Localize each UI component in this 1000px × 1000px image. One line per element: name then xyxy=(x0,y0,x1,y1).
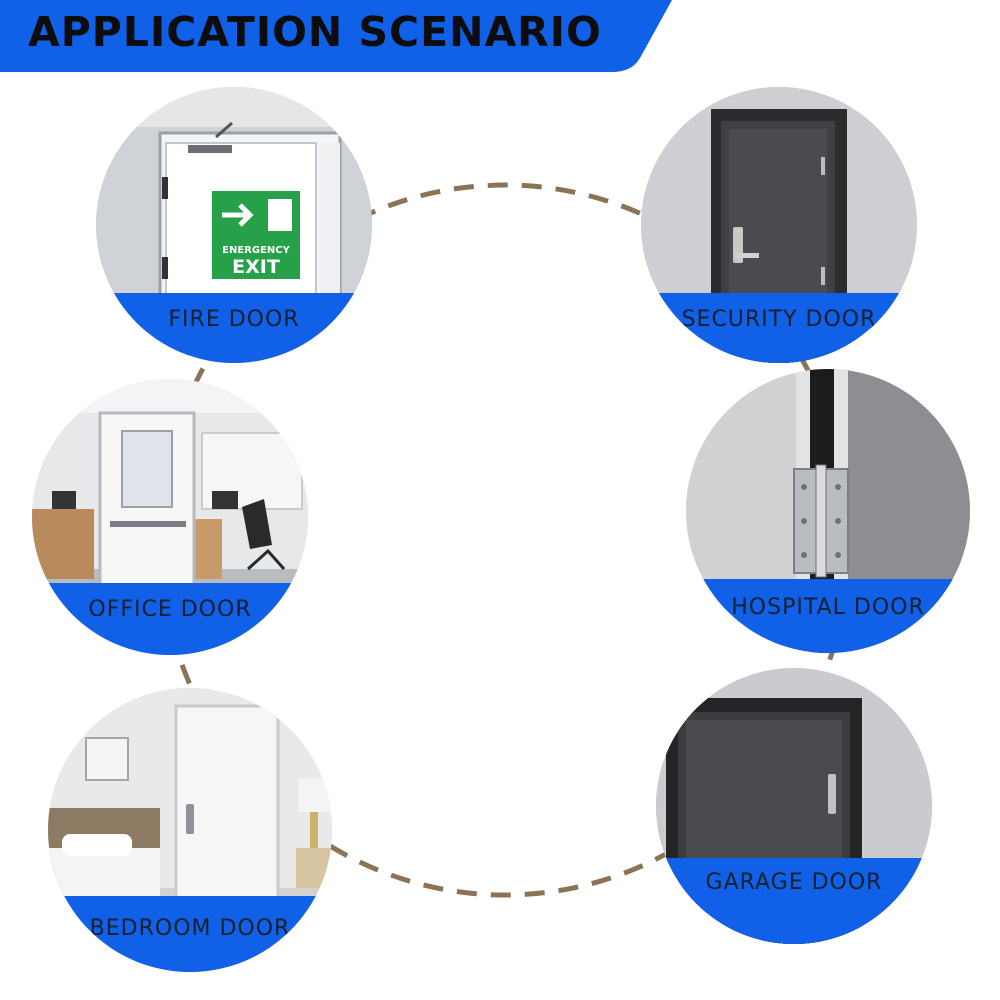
header-banner: APPLICATION SCENARIO xyxy=(0,0,672,72)
scene-bedroom-door: BEDROOM DOOR xyxy=(48,688,332,972)
exit-sign-line2: EXIT xyxy=(232,256,280,278)
exit-sign-line1: ENERGENCY xyxy=(222,245,290,256)
scene-office-door: OFFICE DOOR xyxy=(32,379,308,655)
scene-hospital-door: HOSPITAL DOOR xyxy=(686,369,970,653)
scene-garage-door: GARAGE DOOR xyxy=(656,668,932,944)
garage-door-label: GARAGE DOOR xyxy=(705,870,883,895)
door-handle-icon xyxy=(828,774,836,814)
security-door-label: SECURITY DOOR xyxy=(681,307,877,332)
hospital-door-band: HOSPITAL DOOR xyxy=(686,579,970,653)
scene-fire-door: ENERGENCY EXIT FIRE DOOR xyxy=(96,87,372,363)
office-door-label: OFFICE DOOR xyxy=(88,597,252,622)
hospital-door-label: HOSPITAL DOOR xyxy=(731,595,925,620)
banner-shape xyxy=(0,0,672,72)
fire-door-band: FIRE DOOR xyxy=(96,293,372,363)
wall-picture-icon xyxy=(85,737,129,781)
garage-door-band: GARAGE DOOR xyxy=(656,858,932,944)
scene-security-door: SECURITY DOOR xyxy=(641,87,917,363)
office-chair-icon xyxy=(242,499,272,549)
page-title: APPLICATION SCENARIO xyxy=(28,8,602,56)
bedroom-door-label: BEDROOM DOOR xyxy=(89,916,291,941)
door-closer-icon xyxy=(188,145,232,153)
security-door-band: SECURITY DOOR xyxy=(641,293,917,363)
door-handle-icon xyxy=(186,804,194,834)
push-bar-icon xyxy=(110,521,186,527)
office-door-band: OFFICE DOOR xyxy=(32,583,308,655)
fire-door-label: FIRE DOOR xyxy=(168,307,300,332)
bedroom-door-band: BEDROOM DOOR xyxy=(48,896,332,972)
lamp-icon xyxy=(310,812,318,848)
door-handle-icon xyxy=(735,253,759,258)
